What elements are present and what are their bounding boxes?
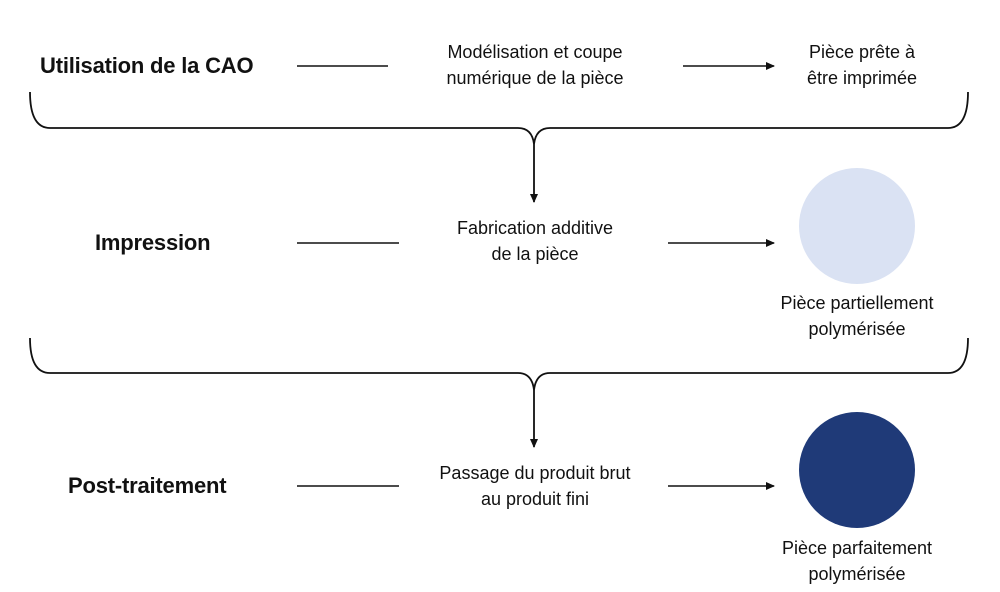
process-text-cao: Modélisation et coupe numérique de la pi…	[385, 39, 685, 91]
result-line: Pièce prête à	[808, 42, 916, 62]
partially-polymerized-circle	[799, 168, 915, 284]
result-line: polymérisée	[808, 319, 906, 339]
brace-stage1	[29, 91, 969, 145]
process-text-impression: Fabrication additive de la pièce	[385, 215, 685, 267]
stage-label-cao: Utilisation de la CAO	[40, 53, 254, 78]
process-line: Fabrication additive	[456, 218, 614, 238]
process-line: Modélisation et coupe	[447, 42, 623, 62]
result-text-cao: Pièce prête à être imprimée	[742, 39, 982, 91]
result-line: être imprimée	[806, 68, 918, 88]
stage-label-impression: Impression	[95, 230, 211, 255]
process-line: Passage du produit brut	[439, 463, 631, 483]
result-text-post-traitement: Pièce parfaitement polymérisée	[737, 535, 977, 587]
stage-label-post-traitement: Post-traitement	[68, 473, 227, 498]
result-line: Pièce parfaitement	[781, 538, 933, 558]
result-line: Pièce partiellement	[780, 293, 934, 313]
process-line: de la pièce	[491, 244, 579, 264]
process-line: numérique de la pièce	[446, 68, 624, 88]
result-line: polymérisée	[808, 564, 906, 584]
process-text-post-traitement: Passage du produit brut au produit fini	[385, 460, 685, 512]
result-text-impression: Pièce partiellement polymérisée	[737, 290, 977, 342]
brace-stage2	[29, 337, 969, 391]
process-line: au produit fini	[480, 489, 590, 509]
fully-polymerized-circle	[799, 412, 915, 528]
